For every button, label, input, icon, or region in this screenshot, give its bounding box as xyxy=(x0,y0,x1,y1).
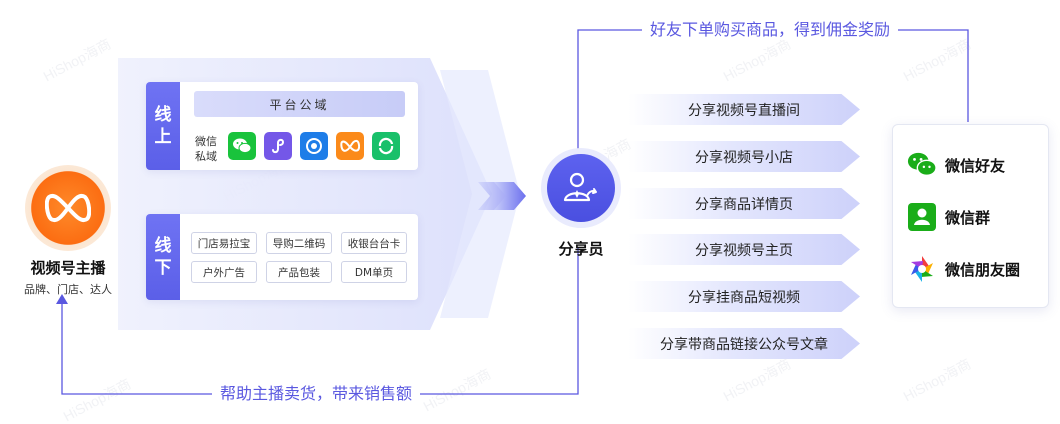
online-tag: 线 上 xyxy=(146,82,180,170)
anchor-subtitle: 品牌、门店、达人 xyxy=(24,283,112,296)
offline-chip: DM单页 xyxy=(341,261,407,283)
target-label: 微信朋友圈 xyxy=(945,260,1021,279)
top-arrow-label: 好友下单购买商品，得到佣金奖励 xyxy=(642,20,899,40)
target-label: 微信好友 xyxy=(945,156,1006,175)
offline-panel: 线 下 门店易拉宝 导购二维码 收银台台卡 户外广告 产品包装 DM单页 xyxy=(146,214,418,300)
anchor-title: 视频号主播 xyxy=(30,259,106,277)
channels-logo-icon xyxy=(25,165,111,251)
platform-public-domain: 平台公域 xyxy=(194,91,405,117)
bottom-arrow-head-icon xyxy=(56,294,68,304)
target-moments: 微信朋友圈 xyxy=(907,253,1020,285)
wechat-private-label: 微信 私域 xyxy=(195,135,217,163)
channels-aperture-icon xyxy=(300,132,328,160)
offline-chip: 收银台台卡 xyxy=(341,232,407,254)
sharer-user-icon xyxy=(547,154,615,222)
online-tag-char: 上 xyxy=(154,127,172,147)
share-channel: 分享视频号主页 xyxy=(628,234,860,265)
target-wechat-group: 微信群 xyxy=(907,201,990,233)
wechat-friends-icon xyxy=(907,150,937,180)
offline-chip: 导购二维码 xyxy=(266,232,332,254)
share-channel: 分享视频号直播间 xyxy=(628,94,860,125)
share-channel: 分享商品详情页 xyxy=(628,188,860,219)
sharer-node: 分享员 xyxy=(526,148,636,259)
offline-tag-char: 线 xyxy=(154,236,172,256)
chevron-echo xyxy=(440,70,520,318)
target-wechat-friends: 微信好友 xyxy=(907,149,1005,181)
anchor-node: 视频号主播 品牌、门店、达人 xyxy=(8,165,128,297)
wechat-icon xyxy=(228,132,256,160)
online-tag-char: 线 xyxy=(154,105,172,125)
bottom-arrow-label: 帮助主播卖货，带来销售额 xyxy=(212,384,421,404)
wechat-group-icon xyxy=(907,202,937,232)
mini-program-icon xyxy=(264,132,292,160)
target-label: 微信群 xyxy=(945,208,991,227)
offline-tag-char: 下 xyxy=(154,258,172,278)
offline-tag: 线 下 xyxy=(146,214,180,300)
sharer-label: 分享员 xyxy=(558,240,604,258)
channels-orange-icon xyxy=(336,132,364,160)
small-chevron-2 xyxy=(494,182,526,210)
wechat-pay-icon xyxy=(372,132,400,160)
share-channel: 分享带商品链接公众号文章 xyxy=(628,328,860,359)
offline-chip: 户外广告 xyxy=(191,261,257,283)
moments-aperture-icon xyxy=(907,254,937,284)
offline-chip: 门店易拉宝 xyxy=(191,232,257,254)
sharer-circle xyxy=(541,148,621,228)
share-channel: 分享挂商品短视频 xyxy=(628,281,860,312)
share-channel: 分享视频号小店 xyxy=(628,141,860,172)
online-panel: 线 上 平台公域 微信 私域 xyxy=(146,82,418,170)
wechat-targets-box: 微信好友 微信群 微信朋友圈 xyxy=(892,124,1049,308)
offline-chip: 产品包装 xyxy=(266,261,332,283)
